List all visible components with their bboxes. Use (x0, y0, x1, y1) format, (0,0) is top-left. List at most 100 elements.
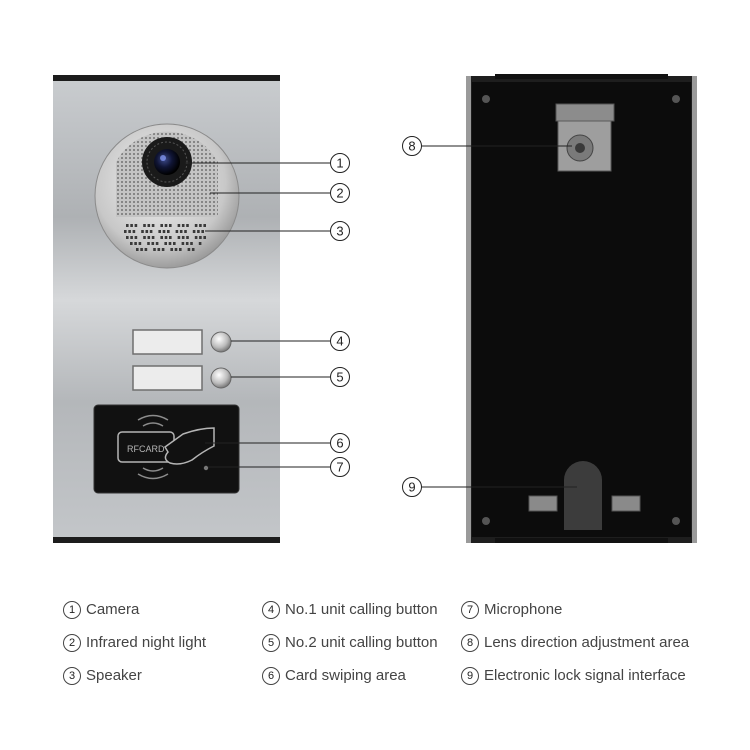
speaker-hole (126, 236, 129, 239)
rfcard-label: RFCARD (127, 444, 165, 454)
name-plate-2 (132, 365, 203, 391)
rf-wave-bottom (142, 467, 164, 472)
callout-circle-8 (402, 136, 422, 156)
speaker-hole (140, 248, 143, 251)
callout-number-4: 4 (336, 334, 343, 349)
speaker-hole (134, 242, 137, 245)
speaker-hole (128, 230, 131, 233)
speaker-hole (167, 230, 170, 233)
callout-number-9: 9 (408, 480, 415, 495)
speaker-hole (164, 224, 168, 227)
lock-interface (528, 461, 641, 530)
speaker-hole (126, 224, 129, 227)
speaker-hole (124, 230, 127, 233)
camera-icon (154, 149, 180, 175)
lens-glint (160, 155, 166, 161)
speaker-hole (181, 224, 185, 227)
call-button-row-2 (132, 365, 232, 391)
speaker-hole (147, 242, 150, 245)
callout-number-3: 3 (336, 224, 343, 239)
speaker-hole (203, 224, 206, 227)
front-panel: RFCARD (53, 75, 280, 543)
speaker-grille (124, 224, 206, 251)
speaker-hole (158, 230, 161, 233)
bracket-top (555, 103, 615, 122)
speaker-hole (184, 230, 187, 233)
rf-wave-bottom-outer (137, 473, 169, 480)
callout-circle-4 (330, 331, 350, 351)
screw-hole-bottom-left (482, 517, 490, 525)
hand-icon (164, 427, 215, 465)
card-reader[interactable]: RFCARD (93, 404, 240, 494)
lock-signal-port (564, 461, 602, 530)
speaker-hole (153, 248, 156, 251)
speaker-hole (157, 248, 161, 251)
callout-circle-5 (330, 367, 350, 387)
speaker-hole (181, 242, 185, 245)
speaker-hole (177, 224, 181, 227)
speaker-hole (201, 230, 204, 233)
call-button-2[interactable] (210, 367, 232, 389)
speaker-hole (151, 236, 155, 239)
lock-clip-left (528, 495, 558, 512)
speaker-hole (134, 236, 138, 239)
speaker-hole (186, 224, 189, 227)
speaker-hole (203, 236, 206, 239)
speaker-hole (179, 230, 183, 233)
speaker-hole (164, 242, 167, 245)
callout-number-8: 8 (408, 139, 415, 154)
speaker-hole (136, 248, 139, 251)
speaker-hole (175, 230, 179, 233)
callout-number-7: 7 (336, 460, 343, 475)
speaker-hole (164, 236, 168, 239)
camera-lens-ring (146, 141, 188, 183)
speaker-hole (198, 242, 202, 245)
speaker-hole (199, 236, 202, 239)
speaker-hole (187, 248, 191, 251)
callout-circle-9 (402, 477, 422, 497)
adjust-knob-center (575, 143, 585, 153)
speaker-hole (151, 242, 155, 245)
speaker-hole (191, 248, 195, 251)
speaker-hole (161, 248, 165, 251)
lens-adjustment-bracket[interactable] (555, 103, 615, 172)
speaker-hole (181, 236, 185, 239)
speaker-hole (177, 236, 181, 239)
camera-module (94, 123, 240, 269)
speaker-hole (199, 224, 202, 227)
speaker-hole (141, 230, 144, 233)
speaker-hole (169, 236, 172, 239)
screw-hole-top-left (482, 95, 490, 103)
back-right-edge (692, 76, 697, 543)
speaker-hole (192, 230, 196, 233)
microphone-hole (203, 465, 209, 471)
speaker-hole (197, 230, 200, 233)
speaker-hole (160, 236, 163, 239)
speaker-hole (162, 230, 166, 233)
speaker-hole (143, 224, 146, 227)
back-bottom-edge (495, 538, 668, 543)
rf-wave-top (142, 422, 164, 427)
speaker-hole (194, 236, 198, 239)
callout-circle-7 (330, 457, 350, 477)
speaker-hole (145, 230, 149, 233)
speaker-hole (160, 224, 163, 227)
speaker-hole (151, 224, 155, 227)
speaker-hole (190, 242, 193, 245)
speaker-hole (144, 248, 148, 251)
back-panel (466, 74, 697, 543)
callout-number-1: 1 (336, 156, 343, 171)
callout-circle-1 (330, 153, 350, 173)
speaker-hole (174, 248, 178, 251)
rf-wave-top-outer (137, 414, 169, 421)
speaker-hole (130, 236, 133, 239)
speaker-hole (147, 236, 151, 239)
front-bottom-cap (53, 537, 280, 543)
speaker-hole (194, 224, 198, 227)
speaker-hole (132, 230, 136, 233)
speaker-hole (149, 230, 153, 233)
call-button-1[interactable] (210, 331, 232, 353)
screw-hole-bottom-right (672, 517, 680, 525)
